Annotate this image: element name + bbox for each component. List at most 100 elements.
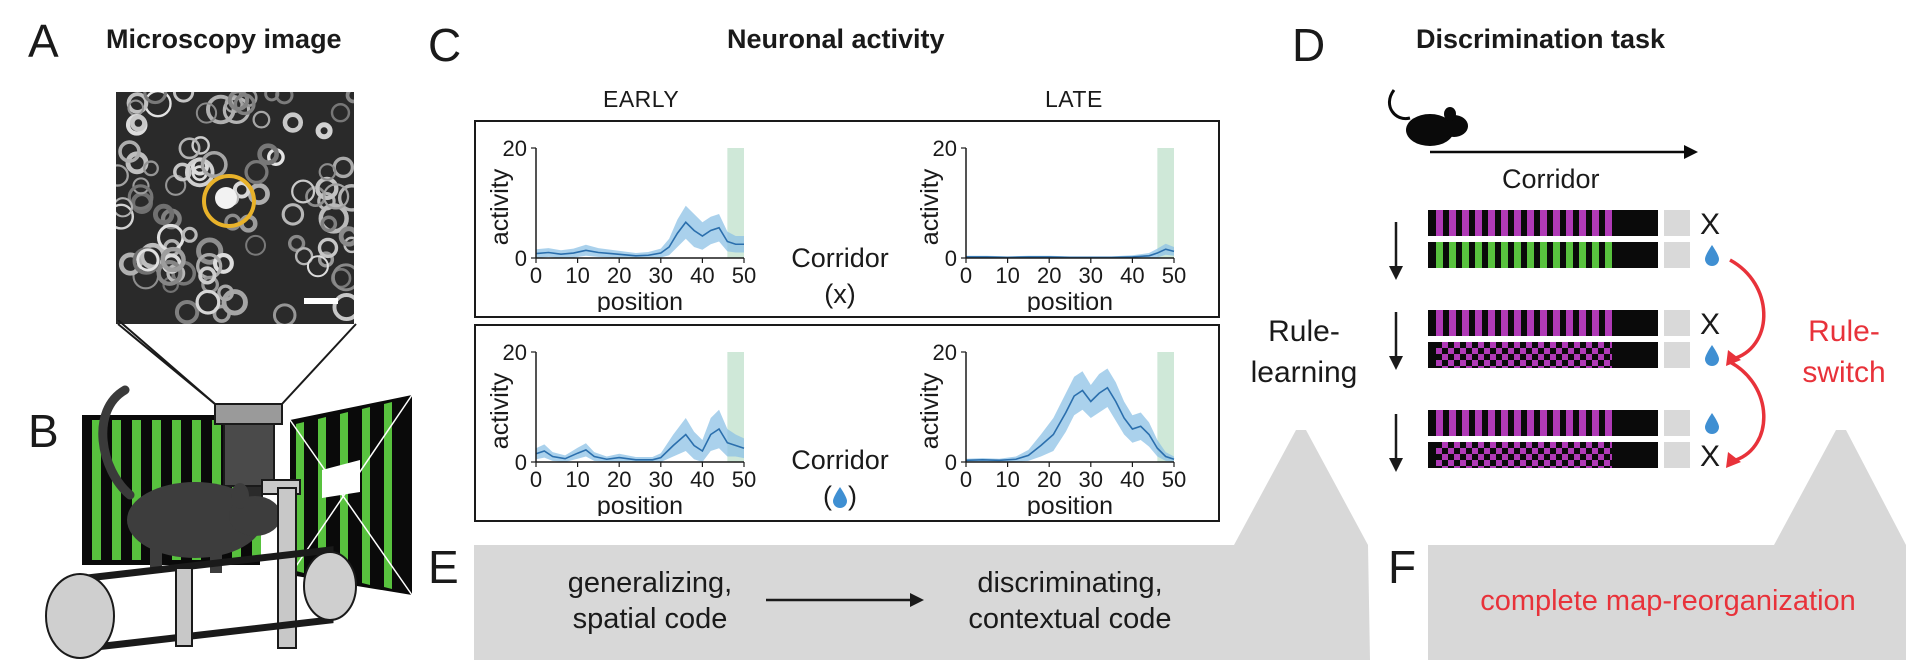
cell: [272, 303, 297, 324]
corridor-row-2-1: [1428, 310, 1690, 336]
cell: [337, 184, 354, 212]
corridor-row-3-1: [1428, 410, 1690, 436]
pattern-vertical-magenta: [1436, 210, 1612, 236]
panel-letter-b: B: [28, 405, 59, 457]
cell: [315, 122, 333, 140]
cell: [291, 179, 316, 204]
rule-switch-line2: switch: [1802, 355, 1886, 389]
mean-trace: [535, 221, 744, 257]
y-axis-label: activity: [490, 372, 514, 449]
x-tick-label: 30: [649, 467, 673, 492]
wall-stripe: [132, 420, 141, 560]
panel-letter-a: A: [28, 15, 59, 67]
x-tick-label: 10: [565, 263, 589, 288]
corridor-axis-label: Corridor: [1502, 164, 1600, 194]
e-right-text: discriminating, contextual code: [930, 565, 1210, 638]
cell: [195, 289, 221, 315]
down-arrow-icon: [1389, 312, 1403, 370]
e-left-line2: spatial code: [572, 603, 728, 636]
cell: [331, 263, 354, 292]
x-tick-label: 40: [690, 467, 714, 492]
cell: [160, 246, 186, 273]
mean-trace: [535, 427, 745, 461]
panel-letter-c: C: [428, 19, 462, 71]
x-tick-label: 20: [607, 467, 631, 492]
reward-zone: [1157, 148, 1174, 258]
cell: [282, 112, 304, 133]
reward-zone-gray: [1664, 210, 1690, 236]
pattern-vertical-magenta: [1436, 410, 1612, 436]
y-axis-label: activity: [490, 168, 514, 245]
corridor-x-line1: Corridor: [791, 243, 889, 273]
cell: [281, 203, 305, 226]
outcome-x-1: X: [1700, 208, 1721, 241]
cell: [318, 203, 349, 234]
cell: [320, 215, 338, 233]
outcome-x-3: X: [1700, 440, 1721, 473]
panel-title-microscopy: Microscopy image: [106, 24, 342, 54]
y-tick-label: 20: [503, 140, 527, 161]
water-drop-icon: [1705, 345, 1719, 366]
x-axis-label: position: [597, 492, 683, 516]
mouse-ear: [1444, 107, 1456, 121]
x-tick-label: 0: [960, 263, 972, 288]
column-label-late: LATE: [1045, 86, 1103, 112]
cell: [178, 137, 201, 160]
corridor-row-1-2: [1428, 242, 1690, 268]
wall-stripe: [92, 420, 101, 560]
y-tick-label: 0: [945, 246, 957, 271]
reward-zone-gray: [1664, 342, 1690, 368]
cell: [126, 92, 149, 114]
red-curved-arrow-1: [1729, 258, 1766, 360]
cell: [294, 247, 314, 266]
pattern-checker-magenta: [1436, 342, 1612, 368]
cell: [318, 163, 337, 181]
scale-bar: [304, 298, 338, 304]
x-tick-label: 30: [1079, 263, 1103, 288]
rule-learning-line2: learning: [1250, 355, 1358, 389]
cell: [317, 251, 335, 268]
y-tick-label: 20: [933, 140, 957, 161]
y-axis-label: activity: [920, 168, 944, 245]
cone-line-left-2: [117, 323, 216, 405]
e-left-text: generalizing, spatial code: [520, 565, 780, 638]
region-f: [1428, 430, 1906, 660]
rule-switch-line1: Rule-: [1808, 315, 1880, 348]
chart-box-corridor-x: [474, 120, 1220, 318]
cell: [132, 177, 150, 195]
x-tick-label: 50: [732, 263, 756, 288]
cell: [116, 203, 135, 230]
cell: [127, 184, 154, 211]
corridor-drop-line2: (): [823, 481, 857, 512]
wall-window: [322, 460, 360, 498]
sem-band: [536, 205, 744, 258]
y-tick-label: 0: [515, 450, 527, 475]
y-tick-label: 0: [515, 246, 527, 271]
cell: [143, 160, 159, 177]
task-group-1: [1428, 210, 1690, 268]
down-arrow-icon: [1389, 414, 1403, 472]
panel-letter-e: E: [428, 541, 459, 593]
cell: [152, 203, 175, 226]
down-arrow-icon: [1389, 222, 1403, 280]
corridor-mouse-illustration: [1387, 89, 1698, 159]
x-tick-label: 50: [1162, 467, 1186, 492]
cell: [172, 92, 195, 103]
setup-illustration: [45, 320, 413, 659]
cell: [116, 164, 129, 187]
mouse-tail: [1387, 89, 1411, 121]
pattern-vertical-green: [1436, 242, 1612, 268]
mouse-silhouette: [98, 385, 281, 573]
cell: [173, 162, 192, 182]
label-rule-switch: Rule- switch: [1784, 312, 1904, 393]
right-wall: [289, 394, 413, 596]
x-tick-label: 20: [1037, 467, 1061, 492]
x-tick-label: 10: [565, 467, 589, 492]
cell: [118, 140, 141, 163]
x-tick-label: 50: [1162, 263, 1186, 288]
corridor-arrowhead: [1684, 145, 1698, 159]
y-axis-label: activity: [920, 372, 944, 449]
region-e: [474, 430, 1370, 660]
